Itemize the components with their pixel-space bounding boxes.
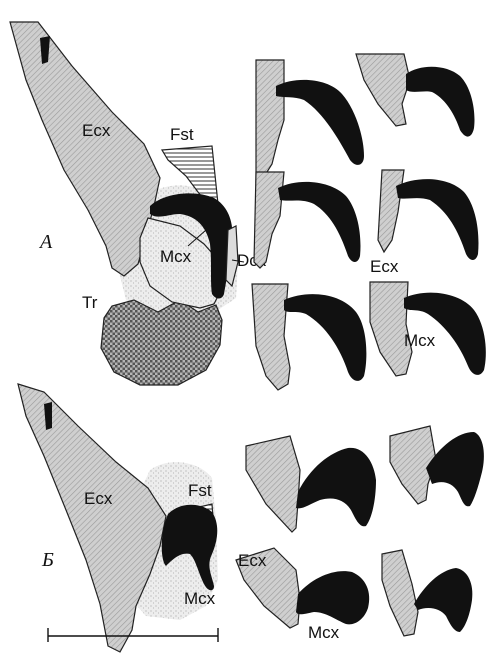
- panel-a-thumbnails: Ecx Mcx: [252, 54, 486, 390]
- label-mcx-thumb-a: Mcx: [404, 331, 436, 350]
- panel-label-b: Б: [41, 549, 54, 571]
- thumb-a-1: [256, 60, 364, 182]
- label-ecx-b: Ecx: [84, 489, 113, 508]
- panel-a-main: Ecx Fst Mcx Dcx Tr A: [10, 22, 267, 385]
- ecx-plate-a: [10, 22, 160, 276]
- panel-b-thumbnails: Ecx Mcx: [236, 426, 484, 642]
- label-ecx-a: Ecx: [82, 121, 111, 140]
- thumb-b-1: [246, 436, 376, 532]
- thumb-a-3: [254, 172, 360, 268]
- label-mcx-b: Mcx: [184, 589, 216, 608]
- panel-b-main: Ecx Fst Mcx Б: [18, 384, 218, 652]
- scale-bar: [48, 628, 218, 642]
- label-ecx-thumb-a: Ecx: [370, 257, 399, 276]
- thumb-a-4: [378, 170, 478, 260]
- panel-label-a: A: [38, 231, 53, 253]
- thumb-a-6: [370, 282, 486, 376]
- label-ecx-thumb-b: Ecx: [238, 551, 267, 570]
- label-fst-b: Fst: [188, 481, 212, 500]
- thumb-b-2: [390, 426, 484, 506]
- label-mcx-thumb-b: Mcx: [308, 623, 340, 642]
- label-mcx-a: Mcx: [160, 247, 192, 266]
- thumb-b-4: [382, 550, 472, 636]
- label-fst-a: Fst: [170, 125, 194, 144]
- label-tr-a: Tr: [82, 293, 98, 312]
- thumb-a-5: [252, 284, 366, 390]
- thumb-a-2: [356, 54, 474, 137]
- trochanter-tr: [101, 300, 222, 385]
